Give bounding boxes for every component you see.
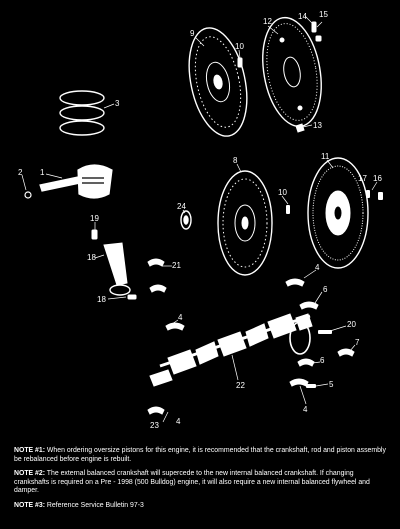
label-part-12: 12 (263, 17, 272, 26)
note-2: NOTE #2: The external balanced crankshaf… (14, 470, 390, 496)
label-part-11: 11 (321, 152, 330, 161)
leader-lines (21, 15, 378, 423)
pin-clip (24, 191, 32, 199)
crankshaft (149, 313, 313, 387)
label-part-4-d: 4 (176, 417, 181, 426)
bolts-upper (237, 21, 322, 133)
label-part-4-a: 4 (315, 263, 320, 272)
label-part-6-b: 6 (320, 356, 325, 365)
bolts-right (366, 190, 383, 200)
label-part-10-lower: 10 (278, 188, 287, 197)
note-2-text: The external balanced crankshaft will su… (14, 470, 370, 495)
label-part-18-upper: 18 (87, 253, 96, 262)
rod-bearings (147, 258, 167, 293)
pilot-bearing (180, 210, 192, 230)
label-part-3: 3 (115, 99, 120, 108)
notes-section: NOTE #1: When ordering oversize pistons … (14, 447, 390, 517)
engine-parts-diagram: 9 12 14 15 10 3 13 1 2 8 11 17 16 10 24 … (18, 10, 383, 430)
label-part-10-upper: 10 (235, 42, 244, 51)
label-part-9: 9 (190, 29, 195, 38)
bolt-10 (286, 205, 290, 214)
label-part-4-c: 4 (303, 405, 308, 414)
label-part-8: 8 (233, 156, 238, 165)
clutch-disc (307, 157, 369, 269)
flexplate-upper (262, 16, 322, 128)
note-1: NOTE #1: When ordering oversize pistons … (14, 447, 390, 464)
piston-rings (59, 90, 105, 136)
label-part-1: 1 (40, 168, 45, 177)
note-1-title: NOTE #1: (14, 447, 46, 454)
label-part-20: 20 (347, 320, 356, 329)
bearing-23 (147, 406, 165, 415)
label-part-15: 15 (319, 10, 328, 19)
seal-and-key (306, 330, 332, 388)
note-1-text: When ordering oversize pistons for this … (14, 447, 386, 463)
label-part-13: 13 (313, 121, 322, 130)
label-part-4-b: 4 (178, 313, 183, 322)
flywheel-lower (217, 170, 273, 276)
label-part-16: 16 (373, 174, 382, 183)
label-part-24: 24 (177, 202, 186, 211)
note-3: NOTE #3: Reference Service Bulletin 97-3 (14, 502, 390, 511)
label-part-17: 17 (358, 174, 367, 183)
label-part-5: 5 (329, 380, 334, 389)
label-part-22: 22 (236, 381, 245, 390)
label-part-2: 2 (18, 168, 23, 177)
label-part-21: 21 (172, 261, 181, 270)
label-part-19: 19 (90, 214, 99, 223)
label-part-6-a: 6 (323, 285, 328, 294)
label-part-14: 14 (298, 12, 307, 21)
flywheel-upper (188, 27, 248, 137)
label-part-18-lower: 18 (97, 295, 106, 304)
label-part-23: 23 (150, 421, 159, 430)
main-bearings (165, 278, 355, 387)
note-3-text: Reference Service Bulletin 97-3 (45, 501, 144, 509)
connecting-rod (91, 229, 137, 300)
label-part-7: 7 (355, 338, 360, 347)
piston (39, 164, 113, 199)
note-2-title: NOTE #2: (14, 470, 46, 478)
note-3-title: NOTE #3: (14, 501, 46, 509)
